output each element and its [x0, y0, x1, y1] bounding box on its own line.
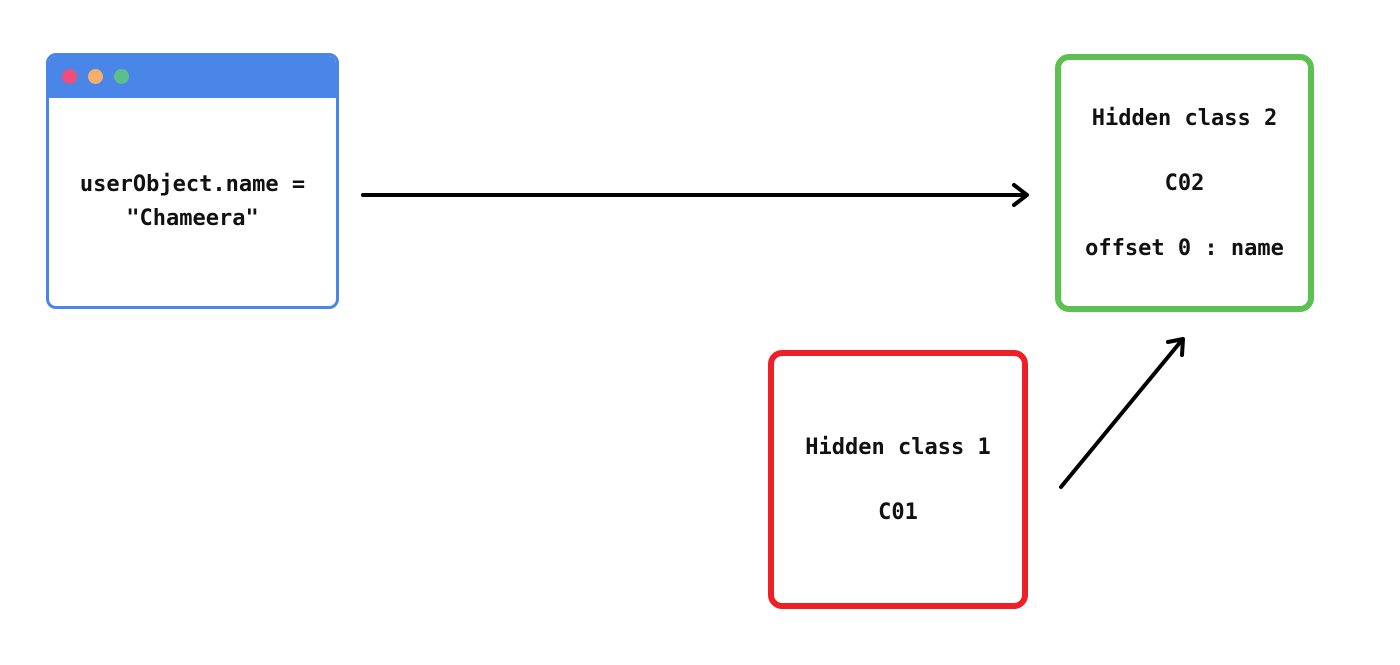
code-window: userObject.name = "Chameera": [46, 53, 339, 309]
close-dot-icon: [62, 69, 77, 84]
arrow-to-hidden-class-2: [361, 183, 1029, 207]
code-line-2: "Chameera": [126, 206, 259, 231]
code-statement: userObject.name = "Chameera": [49, 168, 336, 236]
arrow-transition: [1059, 337, 1185, 489]
hidden-class-1-id: C01: [878, 499, 918, 525]
hidden-class-2-offset: offset 0 : name: [1085, 235, 1284, 261]
minimize-dot-icon: [88, 69, 103, 84]
hidden-class-2-title: Hidden class 2: [1091, 105, 1278, 131]
hidden-class-2-box: Hidden class 2 C02 offset 0 : name: [1055, 54, 1314, 312]
hidden-class-2-id: C02: [1164, 170, 1205, 196]
hidden-class-1-title: Hidden class 1: [805, 434, 991, 460]
maximize-dot-icon: [114, 69, 129, 84]
hidden-class-1-box: Hidden class 1 C01: [768, 350, 1028, 609]
window-titlebar: [49, 56, 336, 98]
code-line-1: userObject.name =: [79, 172, 306, 197]
